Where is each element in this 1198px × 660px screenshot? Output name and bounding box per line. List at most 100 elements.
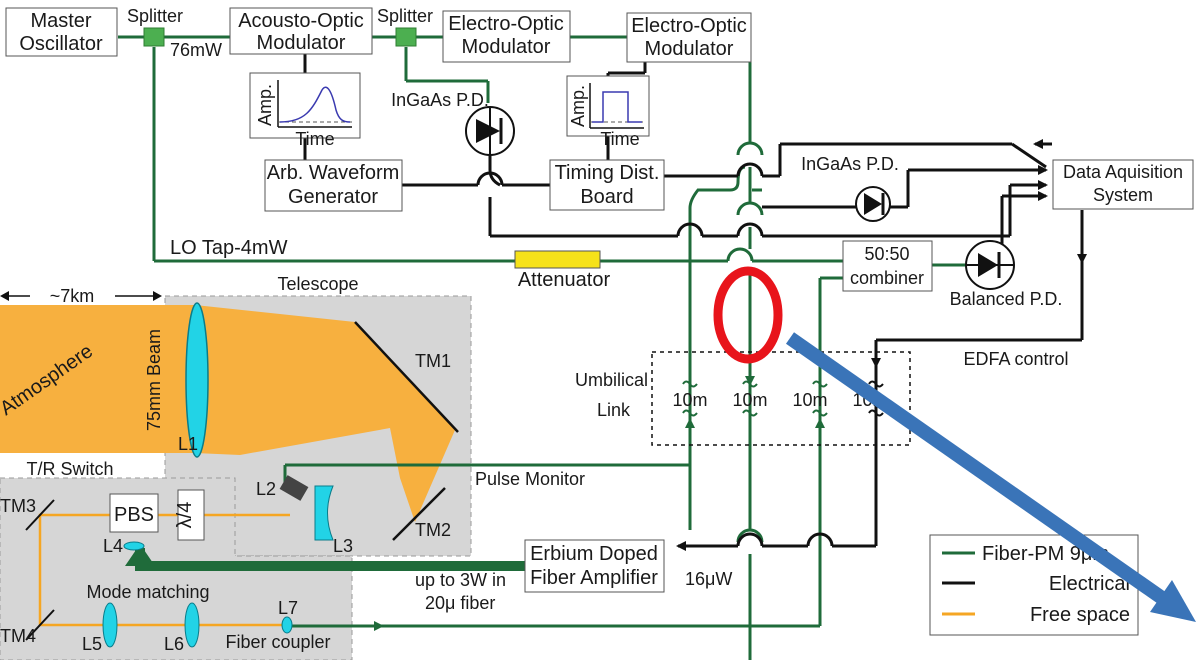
photodiode-1 [465, 106, 515, 156]
telescope-label: Telescope [277, 274, 358, 294]
amp-output-label-2: 20μ fiber [425, 593, 495, 613]
highlight-ring [713, 266, 783, 364]
photodiode-2 [855, 186, 891, 222]
amp-output-label-1: up to 3W in [415, 570, 506, 590]
legend-label-free-space: Free space [1030, 604, 1130, 626]
combiner-label-2: combiner [850, 268, 924, 288]
tm4-label: TM4 [0, 626, 36, 646]
timing-board-label-1: Timing Dist. [555, 162, 660, 184]
attenuator-label: Attenuator [518, 269, 611, 291]
attenuator-block [514, 250, 601, 269]
edfa-label-2: Fiber Amplifier [530, 567, 658, 589]
umbilical-label-2: Link [597, 400, 631, 420]
lo-tap-label: LO Tap-4mW [170, 237, 288, 259]
l7-label: L7 [278, 598, 298, 618]
l4-label: L4 [103, 536, 123, 556]
eom-2-label-2: Modulator [645, 38, 734, 60]
eom-pulse-plot: Amp. Time [566, 75, 650, 149]
mirror-tm1 [354, 321, 459, 433]
master-oscillator-label-1: Master [30, 10, 91, 32]
mirror-tm2 [392, 487, 446, 541]
l5-label: L5 [82, 634, 102, 654]
aom-plot-time-label: Time [295, 129, 334, 149]
aom-label-1: Acousto-Optic [238, 10, 364, 32]
l1-label: L1 [178, 434, 198, 454]
tm1-label: TM1 [415, 351, 451, 371]
lens-l2 [279, 475, 309, 501]
eom-plot-time-label: Time [600, 129, 639, 149]
l3-label: L3 [333, 536, 353, 556]
eom-plot-amp-label: Amp. [568, 85, 588, 127]
atmosphere-beam [0, 305, 455, 522]
lens-l5 [102, 602, 118, 648]
edfa-box: Erbium Doped Fiber Amplifier [524, 539, 665, 593]
combiner-label-1: 50:50 [864, 244, 909, 264]
timing-board-label-2: Board [580, 186, 633, 208]
distance-label: ~7km [50, 286, 95, 306]
legend-label-electrical: Electrical [1049, 573, 1130, 595]
fiber-arrows [360, 370, 825, 631]
combiner-box: 50:50 combiner [842, 240, 933, 292]
awg-label-2: Generator [288, 186, 378, 208]
distance-marker: ~7km [0, 286, 162, 306]
pbs-label: PBS [114, 504, 154, 526]
quarter-wave-label: λ/4 [174, 502, 196, 529]
awg-box: Arb. Waveform Generator [264, 159, 403, 212]
awg-label-1: Arb. Waveform [267, 162, 400, 184]
pointer-arrow [785, 332, 1196, 622]
fiber-coupler-label: Fiber coupler [225, 632, 330, 652]
mirror-tm4 [25, 609, 55, 641]
edfa-control-label: EDFA control [963, 349, 1068, 369]
electrical-arrows [676, 139, 1087, 551]
lens-l3 [314, 485, 334, 541]
tm2-label: TM2 [415, 520, 451, 540]
cable-length-label-2: 10m [732, 390, 767, 410]
l2-label: L2 [256, 479, 276, 499]
lens-l4 [123, 541, 145, 551]
daq-label-2: System [1093, 185, 1153, 205]
timing-board-box: Timing Dist. Board [549, 159, 665, 211]
eom-1-label-1: Electro-Optic [448, 13, 564, 35]
amplifier-output-fiber [125, 544, 525, 571]
power-16-label: 16μW [685, 569, 732, 589]
splitter-1-label: Splitter [127, 6, 183, 26]
tr-switch-label: T/R Switch [26, 459, 113, 479]
master-oscillator-label-2: Oscillator [19, 33, 103, 55]
power-76-label: 76mW [170, 40, 222, 60]
quarter-wave-plate: λ/4 [174, 489, 205, 541]
ingaas-pd-2-label: InGaAs P.D. [801, 154, 899, 174]
eom-1-box: Electro-Optic Modulator [442, 10, 571, 63]
splitter-2-label: Splitter [377, 6, 433, 26]
aom-pulse-plot: Amp. Time [249, 72, 361, 149]
splitter-1-block [143, 27, 165, 47]
daq-label-1: Data Aquisition [1063, 162, 1183, 182]
cable-length-label-3: 10m [792, 390, 827, 410]
master-oscillator-box: Master Oscillator [5, 7, 118, 57]
daq-box: Data Aquisition System [1052, 159, 1194, 210]
mirror-tm3 [25, 499, 55, 531]
splitter-2-block [395, 27, 417, 47]
l6-label: L6 [164, 634, 184, 654]
balanced-pd-label: Balanced P.D. [950, 289, 1063, 309]
umbilical-label-1: Umbilical [575, 370, 648, 390]
electrical-lines [303, 54, 1084, 548]
beam-label: 75mm Beam [144, 329, 164, 431]
lens-l1 [185, 302, 209, 458]
eom-2-box: Electro-Optic Modulator [626, 12, 752, 63]
ingaas-pd-1-label: InGaAs P.D. [391, 90, 489, 110]
legend: Fiber-PM 9μm Electrical Free space [929, 534, 1139, 636]
tr-beam-path [38, 513, 290, 627]
lens-l7 [281, 616, 293, 634]
eom-2-label-1: Electro-Optic [631, 15, 747, 37]
pbs-box: PBS [109, 493, 159, 533]
lens-l6 [184, 602, 200, 648]
eom-1-label-2: Modulator [462, 36, 551, 58]
legend-label-fiber: Fiber-PM 9μm [982, 543, 1109, 565]
aom-label-2: Modulator [257, 32, 346, 54]
mode-matching-label: Mode matching [86, 582, 209, 602]
balanced-photodiode [965, 240, 1015, 290]
tm3-label: TM3 [0, 496, 36, 516]
cable-length-label-1: 10m [672, 390, 707, 410]
umbilical-link: Umbilical Link 10m 10m 10m 10m [575, 351, 911, 446]
